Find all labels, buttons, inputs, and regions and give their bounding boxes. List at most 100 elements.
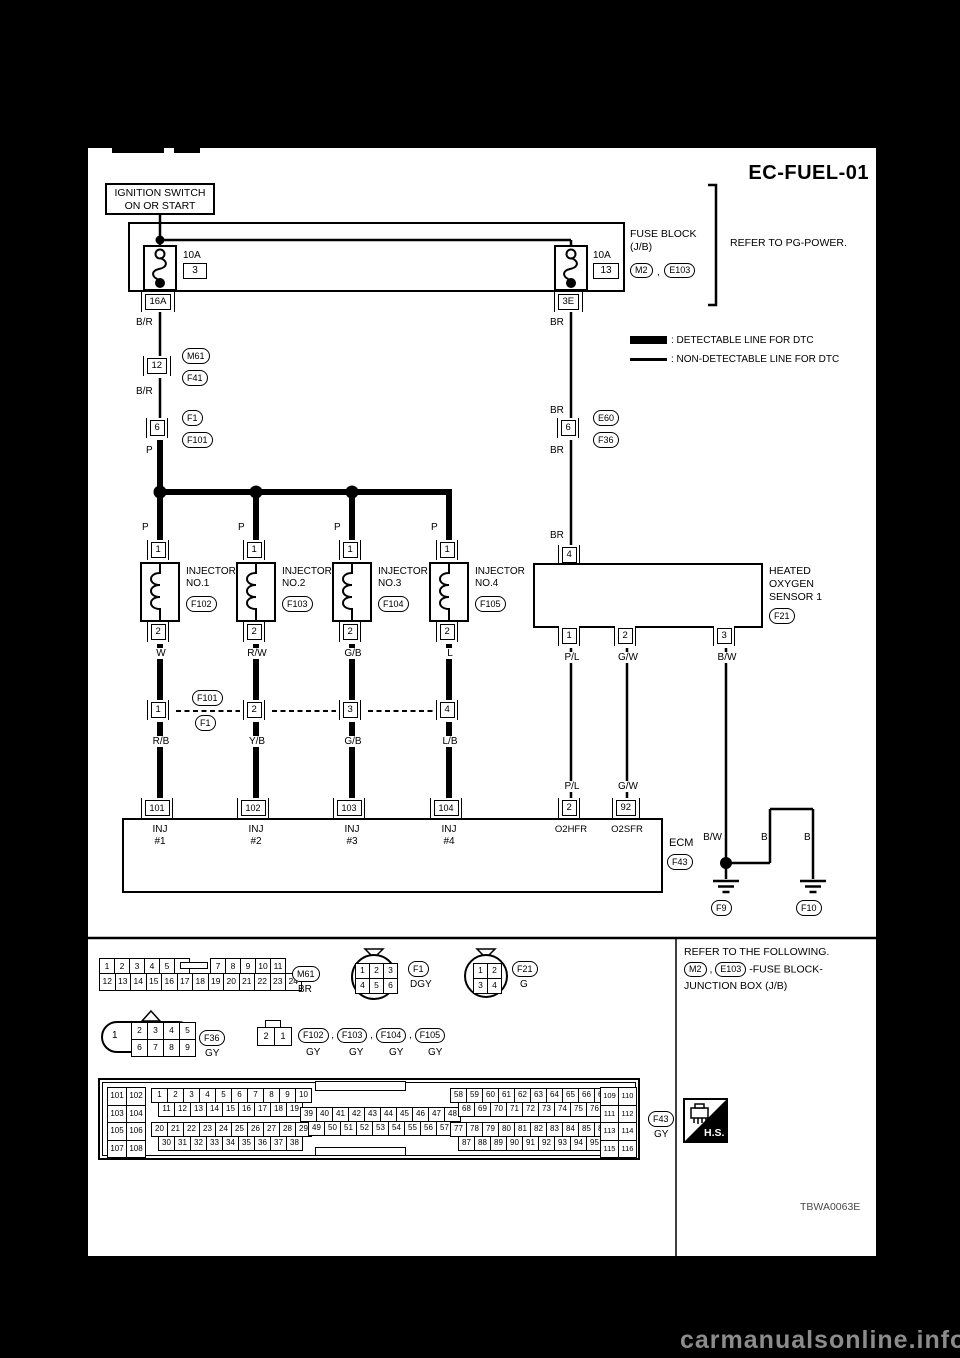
diagram-sheet: EC-FUEL-01 IGNITION SWITCH ON OR START 1… <box>88 148 876 1256</box>
pin-cell: 15 <box>222 1102 239 1117</box>
pin-cell: 4 <box>487 978 502 994</box>
pin-cell: 13 <box>114 973 131 991</box>
refer-bracket <box>708 183 718 307</box>
connector-ref-e60: E60 <box>593 410 620 426</box>
footer-note-line3: JUNCTION BOX (J/B) <box>684 980 788 992</box>
fuse1-amps: 10A <box>183 250 201 261</box>
wire-label: R/W <box>236 648 278 659</box>
connector-ref-f21: F21 <box>512 961 538 977</box>
pin-cell: 110 <box>618 1087 637 1106</box>
sensor-pin-3: 3 <box>713 626 736 646</box>
pin-cell: 37 <box>270 1136 287 1151</box>
pin-cell: 25 <box>231 1122 248 1137</box>
ignition-switch-line2: ON OR START <box>124 200 196 212</box>
pin-cell: 20 <box>223 973 240 991</box>
wire-label: B <box>804 832 811 843</box>
pin-cell: 33 <box>206 1136 223 1151</box>
pin-cell: 23 <box>269 973 286 991</box>
pin-cell: 47 <box>428 1107 445 1122</box>
wire-label: B/R <box>136 386 153 397</box>
ground-ref-f10: F10 <box>796 900 822 916</box>
pin-cell: 50 <box>324 1121 341 1136</box>
connector-ref-f21: F21 <box>769 608 795 624</box>
page-title: EC-FUEL-01 <box>748 162 869 184</box>
pin-cell: 36 <box>254 1136 271 1151</box>
wire-label: P <box>334 522 341 533</box>
pin-cell: 22 <box>183 1122 200 1137</box>
connector-ref-f104: F104 <box>375 1028 407 1043</box>
connector-pin-6-right: 6 <box>557 418 580 438</box>
pin-cell: 104 <box>126 1104 146 1123</box>
pin-cell: 7 <box>147 1039 164 1057</box>
injector2-pin-top: 1 <box>243 540 266 560</box>
separator: , <box>331 1030 335 1042</box>
ecm-inj4-num: #4 <box>443 836 455 847</box>
pin-cell: 65 <box>562 1088 579 1103</box>
pin-cell: 83 <box>546 1122 563 1137</box>
pin-cell: 44 <box>380 1107 397 1122</box>
wire-label: G/W <box>611 652 645 663</box>
fuse-symbol-left <box>143 245 177 291</box>
connector-ref-f41: F41 <box>182 370 208 386</box>
pin-cell: 6 <box>131 1039 148 1057</box>
legend-non-detectable-label: : NON-DETECTABLE LINE FOR DTC <box>671 354 840 365</box>
fuse1-number: 3 <box>183 263 207 279</box>
connector-ref-m61: M61 <box>182 348 210 364</box>
pin-cell: 6 <box>231 1088 248 1103</box>
connector-ref-m2: M2 <box>684 962 707 977</box>
pin-cell: 34 <box>222 1136 239 1151</box>
wire-label: BR <box>550 445 564 456</box>
pin-cell: 4 <box>355 978 370 994</box>
wiring-overlay <box>88 183 876 1256</box>
mid-connector-4: 4 <box>436 700 459 720</box>
f43-top-slot <box>315 1081 406 1091</box>
injector3-no: NO.3 <box>378 578 402 589</box>
pin-cell: 103 <box>107 1104 127 1123</box>
fuse-block-refs: M2 , E103 <box>630 262 696 280</box>
pin-cell: 90 <box>506 1136 523 1151</box>
pin-cell: 18 <box>192 973 209 991</box>
hs-view-icon: H.S. <box>683 1098 728 1143</box>
pin-cell: 13 <box>190 1102 207 1117</box>
wire-label: L <box>429 648 471 659</box>
ecm-inj2-label: INJ <box>248 824 264 835</box>
watermark: carmanualsonline.info <box>680 1326 960 1354</box>
connector-color-g: G <box>520 979 528 990</box>
f43-block3-row1: 58596061626364656667 <box>450 1088 611 1103</box>
pin-cell: 112 <box>618 1104 637 1123</box>
connector-ref-f43: F43 <box>667 854 693 870</box>
pin-cell: 1 <box>151 1088 168 1103</box>
pin-cell: 8 <box>163 1039 180 1057</box>
figure-code: TBWA0063E <box>800 1201 861 1213</box>
wire-label: W <box>140 648 182 659</box>
connector-ref-f105: F105 <box>475 596 506 612</box>
pin-cell: 58 <box>450 1088 467 1103</box>
injector4-body <box>429 562 469 622</box>
pin-cell: 94 <box>570 1136 587 1151</box>
connector-color-br: BR <box>298 984 312 995</box>
ground-ref-f9: F9 <box>711 900 732 916</box>
injector2-pin-bottom: 2 <box>243 622 266 642</box>
separator: , <box>709 963 713 976</box>
connector-ref-f43: F43 <box>648 1111 674 1127</box>
connector-ref-f103: F103 <box>336 1028 368 1043</box>
pin-cell: 32 <box>190 1136 207 1151</box>
f43-block3-row3: 77787980818283848586 <box>450 1122 611 1137</box>
connector-color-gy: GY <box>654 1129 669 1140</box>
wire-label: P <box>142 522 149 533</box>
injector2-no: NO.2 <box>282 578 306 589</box>
pin-cell: 2 <box>487 963 502 979</box>
pin-cell: 4 <box>163 1022 180 1040</box>
coil-icon <box>439 564 450 620</box>
pin-cell: 60 <box>482 1088 499 1103</box>
injector4-title: INJECTOR <box>475 566 525 577</box>
heated-oxygen-sensor-box <box>533 563 763 628</box>
pin-cell: 55 <box>404 1121 421 1136</box>
connector-ref-f103: F103 <box>282 596 313 612</box>
wire-label: BR <box>550 405 564 416</box>
wire-label: BR <box>550 530 564 541</box>
pin-cell: 46 <box>412 1107 429 1122</box>
